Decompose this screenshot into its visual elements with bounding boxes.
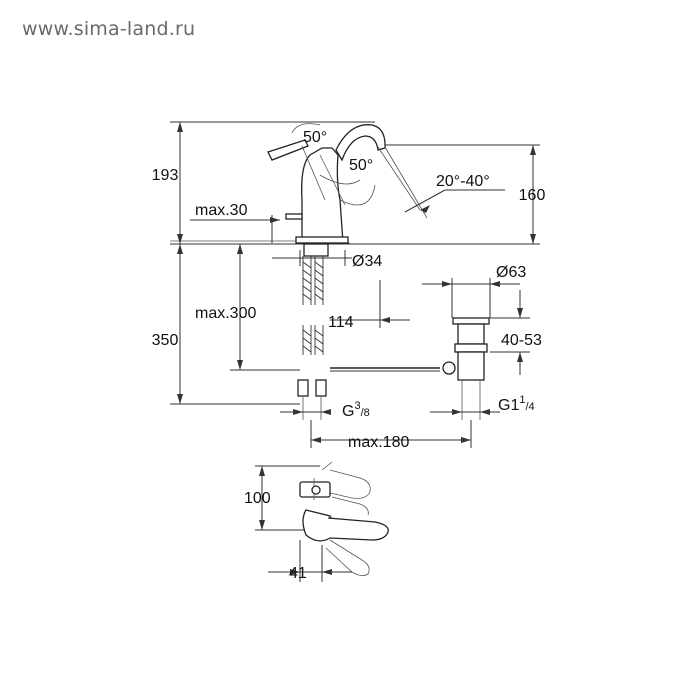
hose-end-left (297, 379, 309, 397)
dim-41-label: 41 (289, 565, 307, 582)
popup-rod-knob (285, 213, 303, 220)
drain-assembly (442, 317, 490, 420)
dim-g38-label: G3/8 (342, 400, 370, 420)
dim-max300-label: max.300 (195, 305, 256, 322)
dim-max180-label: max.180 (348, 434, 409, 451)
dim-100-label: 100 (244, 490, 271, 507)
dim-d63-label: Ø63 (496, 264, 526, 281)
dim-40-53-label: 40-53 (501, 332, 542, 349)
lever-handle (267, 139, 309, 161)
dim-max30-label: max.30 (195, 202, 248, 219)
dim-350-label: 350 (152, 332, 179, 349)
faucet-body (301, 147, 344, 244)
mounting-shank (303, 243, 329, 257)
dim-114-label: 114 (328, 314, 354, 331)
dim-angle-mid-label: 50° (349, 157, 373, 174)
plan-view-faucet (299, 461, 389, 576)
spout (335, 124, 386, 162)
flex-hoses (302, 256, 324, 355)
hose-end-right (315, 379, 327, 397)
dim-d34-label: Ø34 (352, 253, 382, 270)
dim-193-label: 193 (152, 167, 179, 184)
watermark-text: www.sima-land.ru (22, 18, 196, 40)
dim-g1-label: G11/4 (498, 394, 535, 414)
dim-160-label: 160 (519, 187, 546, 204)
dim-angle-top-label: 50° (303, 129, 327, 146)
dim-angle-range-label: 20°-40° (436, 173, 490, 190)
